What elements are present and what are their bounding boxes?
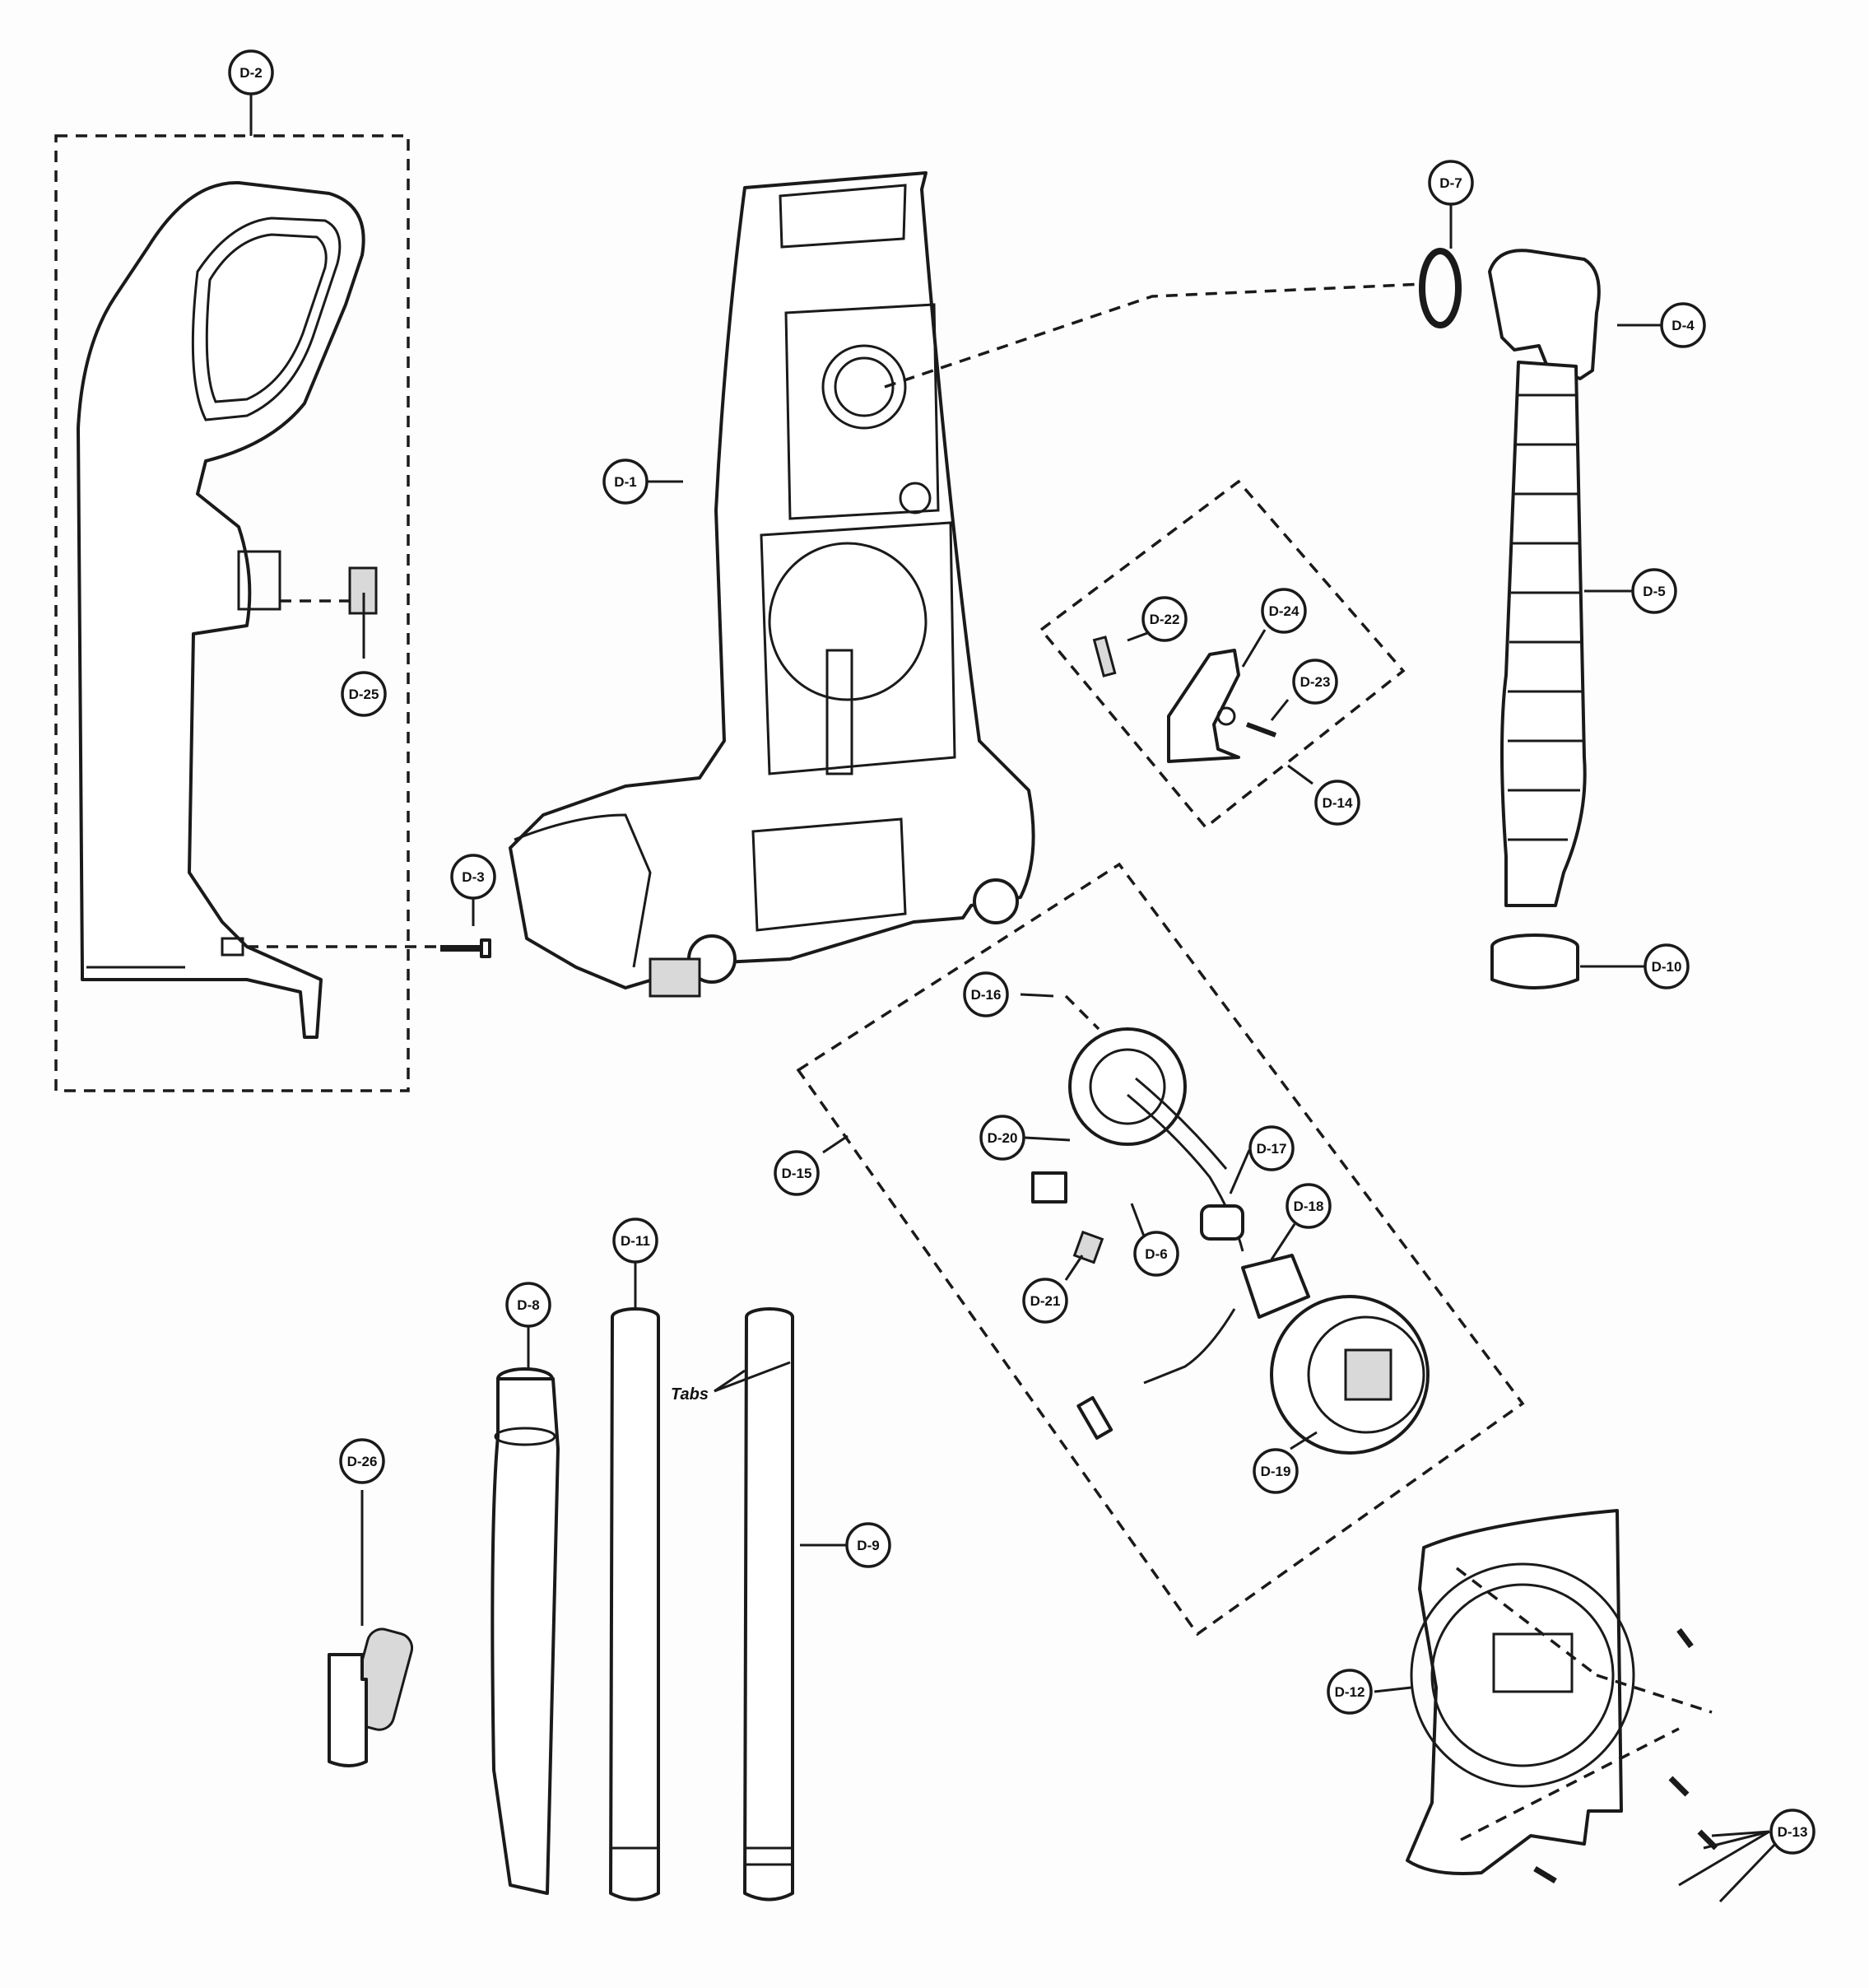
svg-text:D-5: D-5 [1643, 584, 1665, 599]
svg-text:D-26: D-26 [347, 1454, 378, 1469]
side-cover-part [1406, 1509, 1635, 1875]
callout-d11: D-11 [612, 1217, 658, 1264]
callout-d18: D-18 [1286, 1183, 1332, 1229]
svg-text:D-18: D-18 [1294, 1199, 1324, 1214]
callout-d19: D-19 [1253, 1448, 1299, 1494]
svg-text:D-14: D-14 [1323, 795, 1353, 811]
svg-text:D-22: D-22 [1150, 612, 1180, 627]
tabs-leader [714, 1369, 746, 1393]
main-body-part [509, 171, 1035, 998]
callout-d13: D-13 [1769, 1809, 1816, 1855]
svg-text:D-3: D-3 [462, 869, 484, 885]
svg-text:D-10: D-10 [1652, 959, 1682, 975]
svg-text:D-24: D-24 [1269, 603, 1299, 619]
svg-text:D-16: D-16 [971, 987, 1002, 1003]
svg-text:D-7: D-7 [1439, 175, 1462, 191]
callout-d3: D-3 [450, 854, 496, 900]
callout-d24: D-24 [1261, 588, 1307, 634]
dusting-brush-part [328, 1627, 414, 1767]
handle-assembly-box [54, 134, 410, 1092]
svg-text:D-11: D-11 [621, 1233, 650, 1249]
callout-d16: D-16 [963, 971, 1009, 1017]
svg-text:D-13: D-13 [1778, 1824, 1808, 1840]
callout-d1: D-1 [602, 459, 649, 505]
callout-d12: D-12 [1327, 1669, 1373, 1715]
svg-text:D-1: D-1 [614, 474, 636, 490]
svg-text:D-20: D-20 [988, 1130, 1018, 1146]
hose-dash-line [884, 282, 1425, 389]
pedal-assembly-box [1039, 479, 1406, 830]
svg-text:D-4: D-4 [1671, 318, 1695, 333]
callout-d9: D-9 [845, 1522, 891, 1568]
callout-d10: D-10 [1644, 943, 1690, 989]
callout-d2: D-2 [228, 49, 274, 95]
callout-d6: D-6 [1133, 1231, 1179, 1277]
svg-text:D-12: D-12 [1335, 1684, 1365, 1700]
tabs-leader-2 [714, 1361, 791, 1393]
svg-text:D-19: D-19 [1261, 1464, 1291, 1479]
svg-text:D-21: D-21 [1030, 1293, 1061, 1309]
callout-d20: D-20 [979, 1115, 1025, 1161]
callout-d7: D-7 [1428, 160, 1474, 206]
callout-d25: D-25 [341, 671, 387, 717]
pedal-part [1092, 636, 1277, 763]
callout-d26: D-26 [339, 1438, 385, 1484]
screw-part [440, 938, 491, 958]
wand-with-tabs-part [743, 1307, 794, 1902]
svg-text:D-25: D-25 [349, 687, 379, 702]
d16-dash-line [1064, 994, 1100, 1031]
svg-text:D-2: D-2 [239, 65, 262, 81]
callout-d14: D-14 [1314, 780, 1360, 826]
hose-part [1488, 249, 1601, 907]
svg-text:D-17: D-17 [1257, 1141, 1287, 1157]
callout-d23: D-23 [1292, 659, 1338, 705]
svg-text:D-23: D-23 [1300, 674, 1331, 690]
cuff-part [1490, 933, 1579, 989]
o-ring-part [1419, 248, 1462, 328]
cord-reel-parts [1031, 1027, 1430, 1455]
callout-d5: D-5 [1631, 568, 1677, 614]
svg-text:D-15: D-15 [782, 1166, 812, 1181]
cord-reel-assembly-box [796, 862, 1525, 1636]
crevice-tool-part [490, 1367, 560, 1895]
callout-d15: D-15 [774, 1150, 820, 1196]
callout-d17: D-17 [1248, 1125, 1295, 1171]
svg-text:D-6: D-6 [1145, 1246, 1167, 1262]
callout-d22: D-22 [1141, 596, 1188, 642]
tabs-note: Tabs [671, 1385, 709, 1404]
svg-text:D-9: D-9 [857, 1538, 879, 1553]
callout-d4: D-4 [1660, 302, 1706, 348]
wand-part [609, 1307, 660, 1902]
callout-d21: D-21 [1022, 1278, 1068, 1324]
svg-text:D-8: D-8 [517, 1297, 539, 1313]
cover-screws-part [1455, 1567, 1718, 1884]
callout-d8: D-8 [505, 1282, 551, 1328]
handle-part [77, 180, 378, 1039]
